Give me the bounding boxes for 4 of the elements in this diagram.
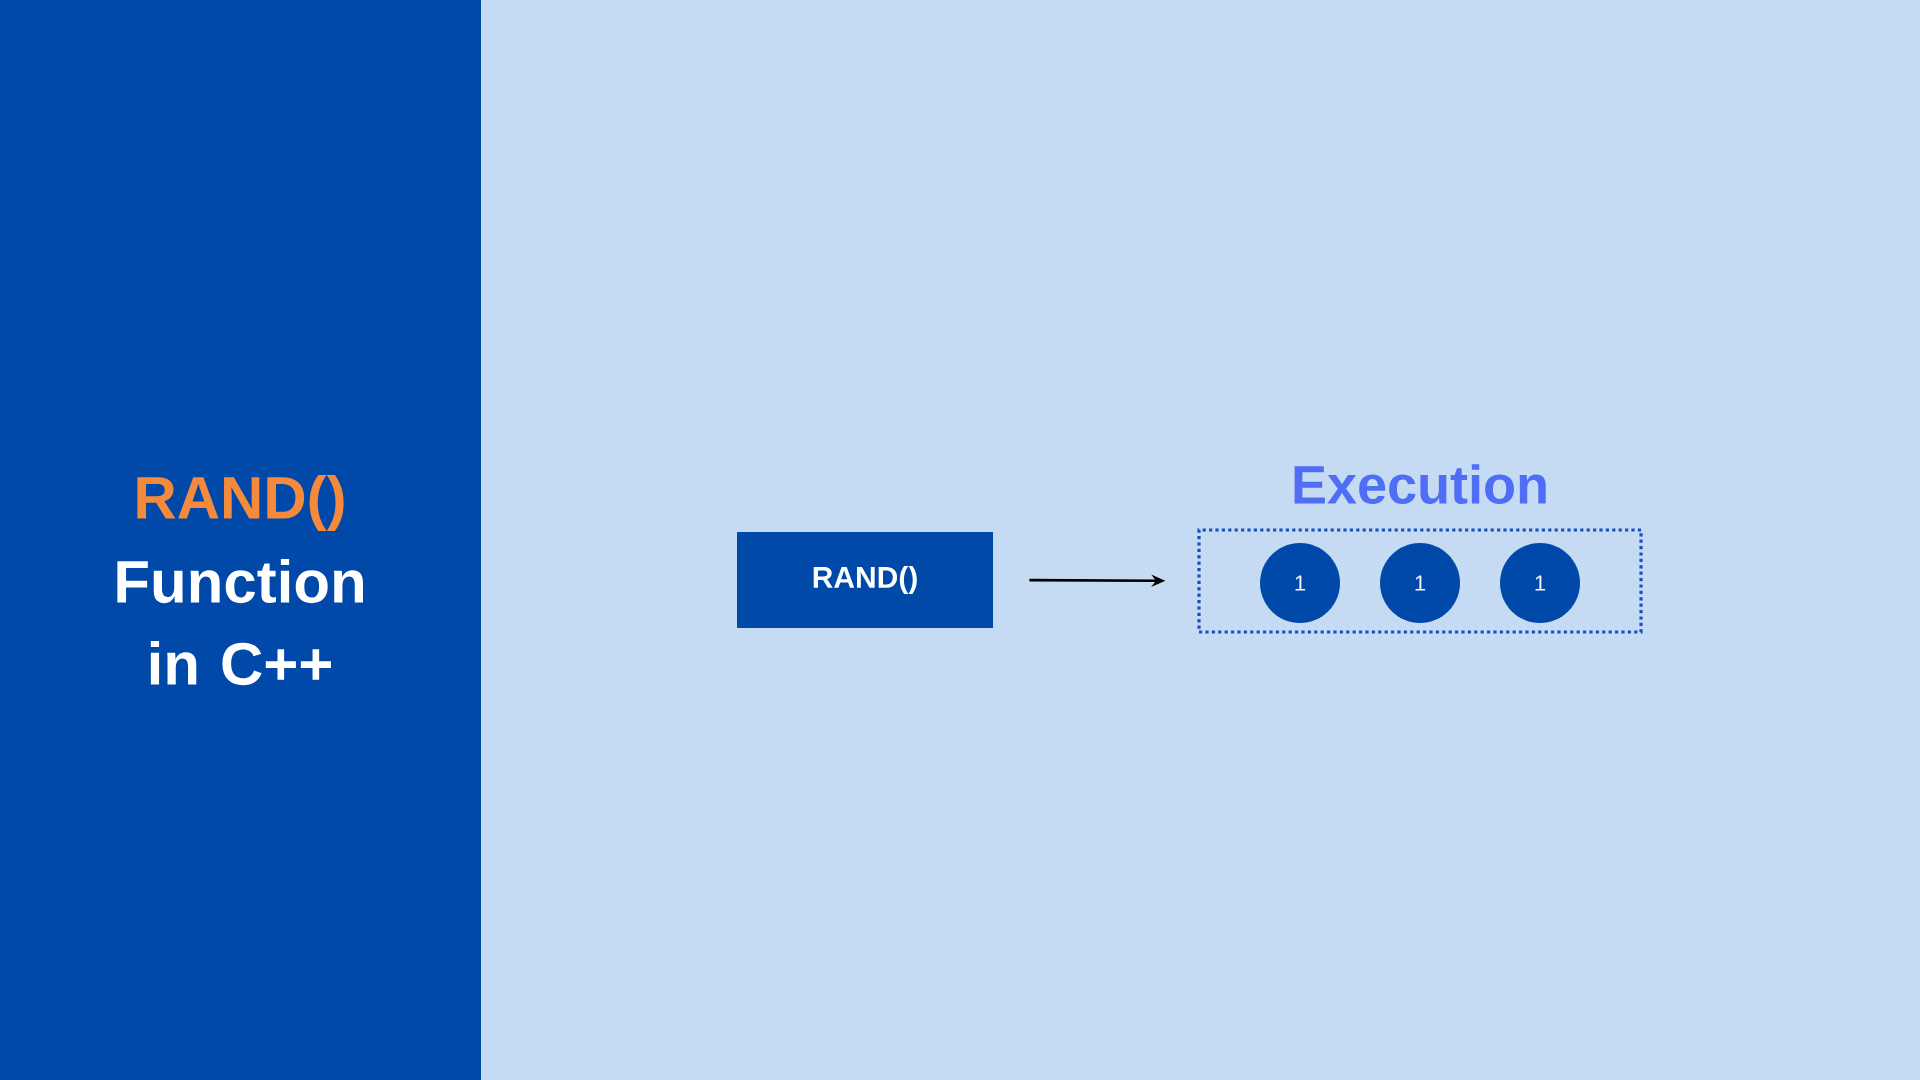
node-label: Execution [1294,464,1546,504]
title-text: Function in C++ [117,559,363,686]
title-text: RAND() [137,475,344,531]
function-box: RAND() [737,532,993,628]
